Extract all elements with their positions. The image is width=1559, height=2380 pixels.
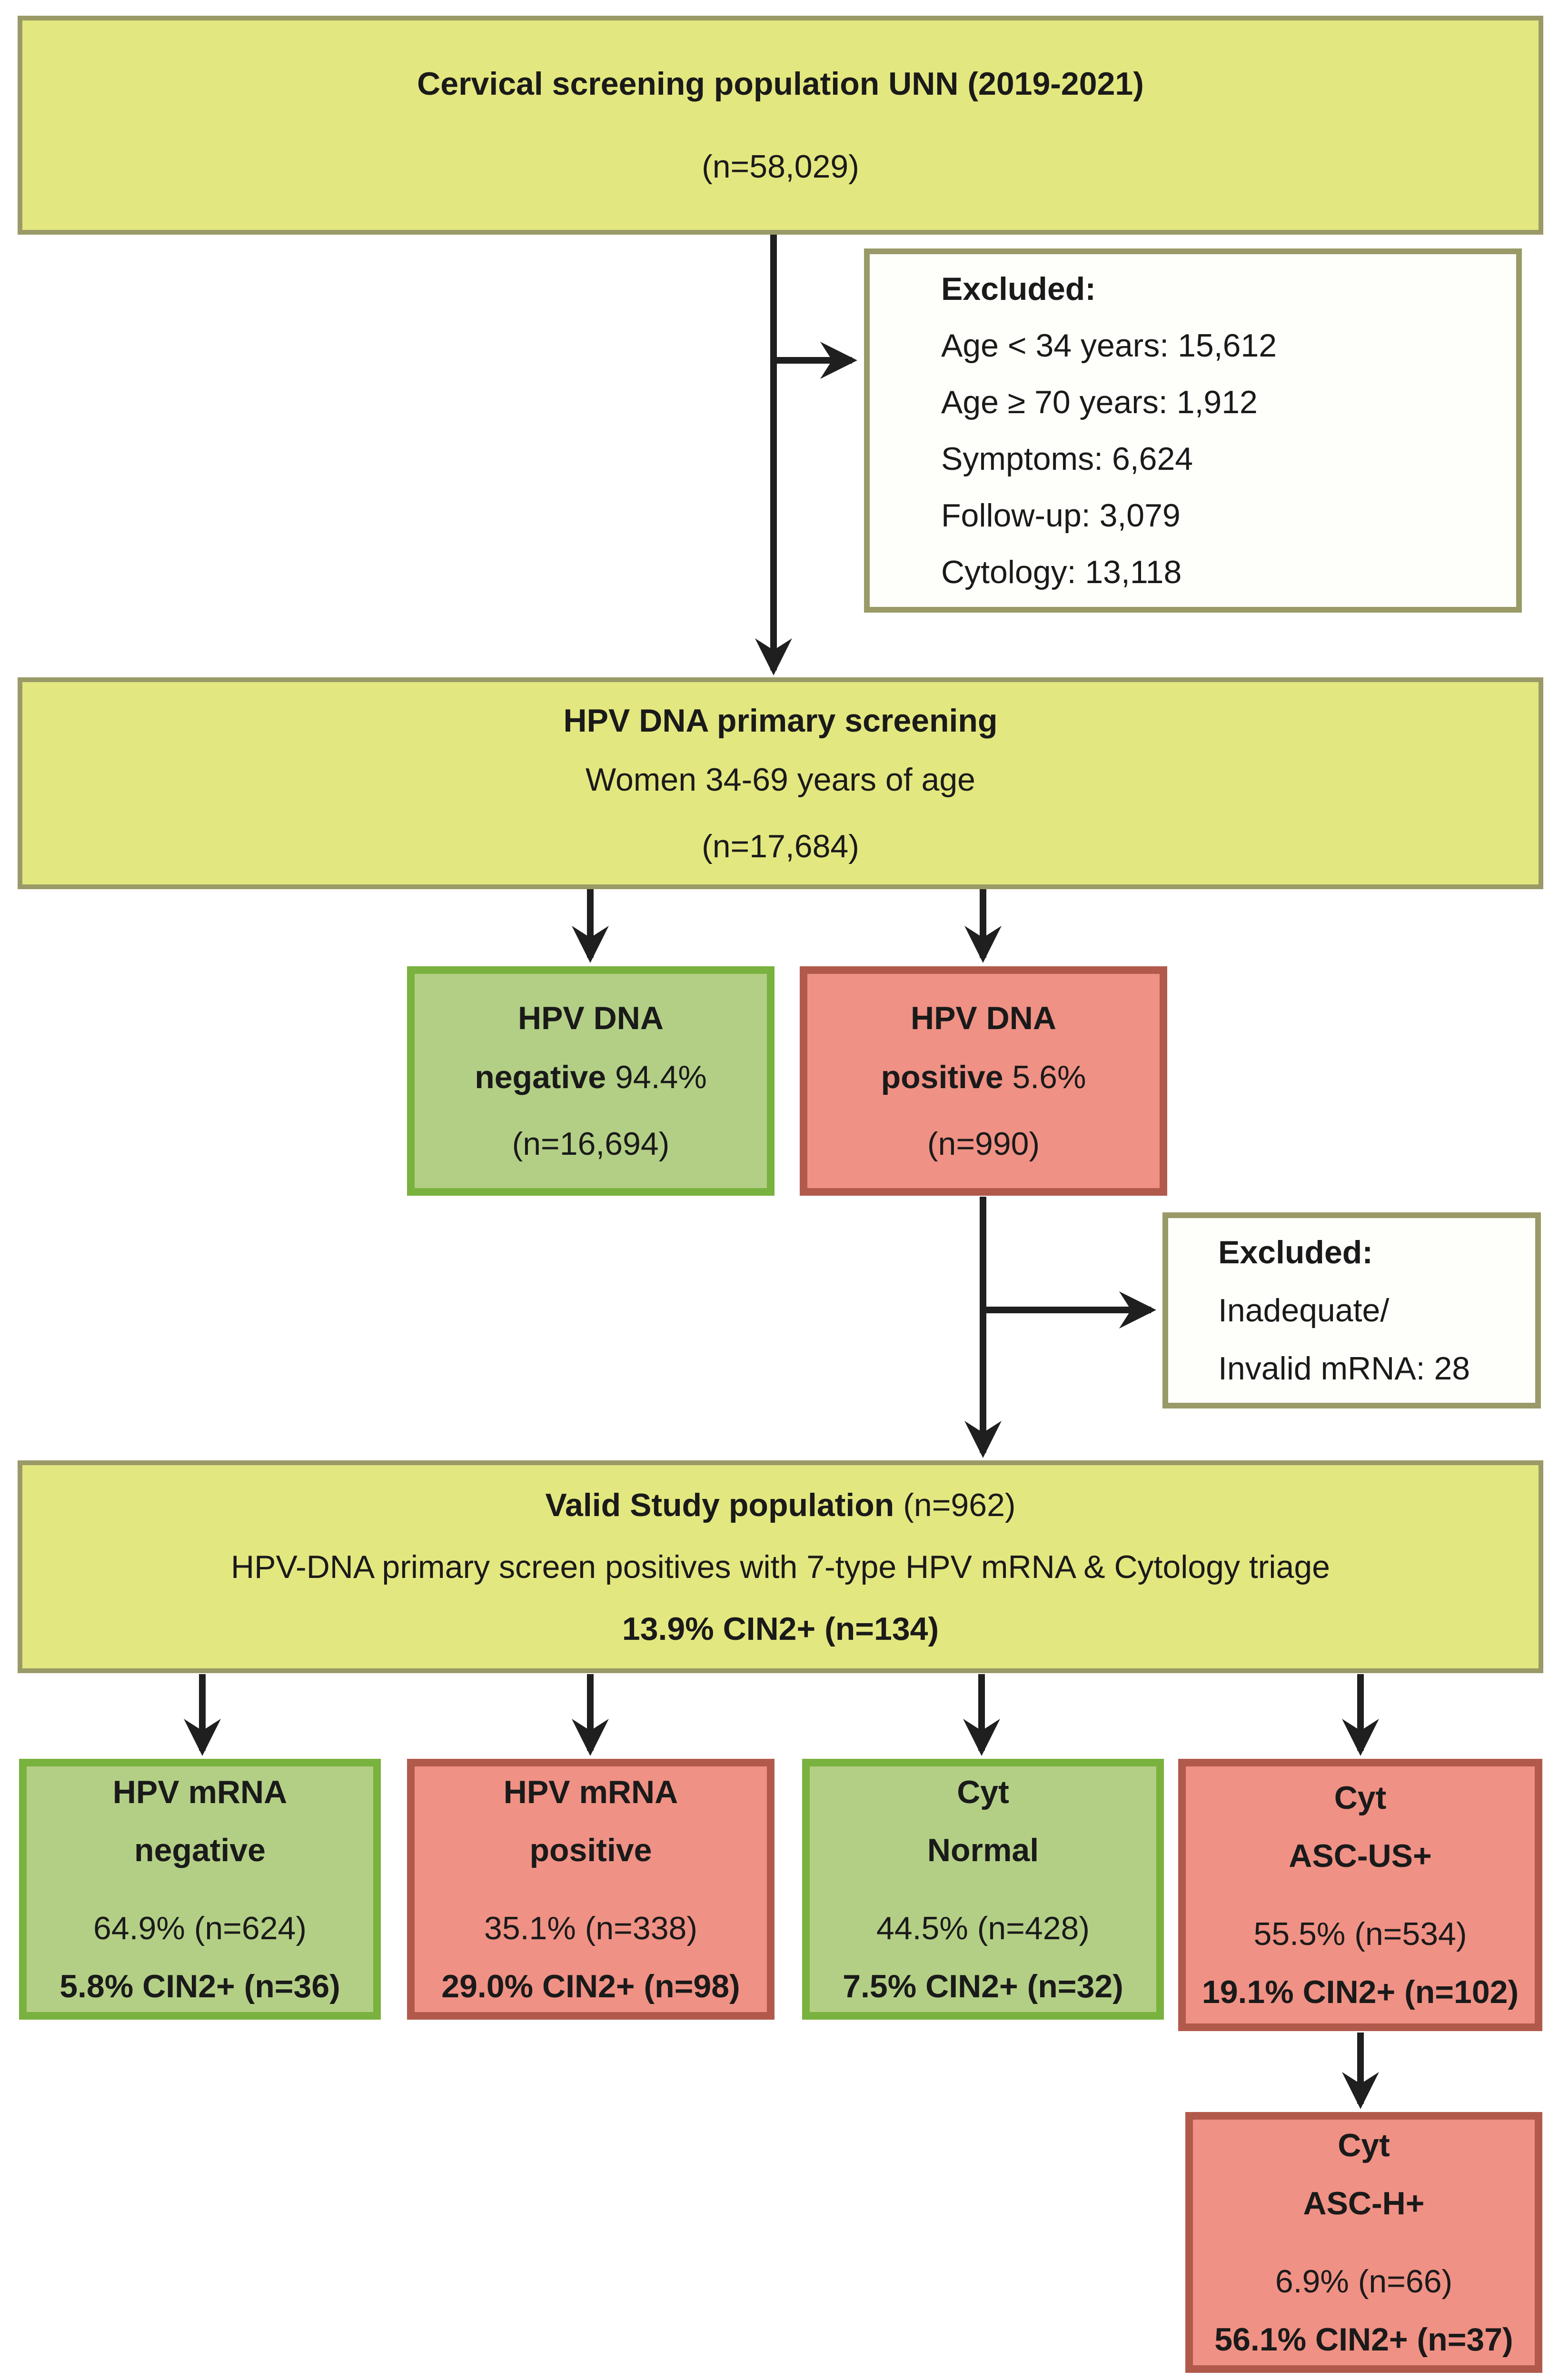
- excluded1-item: Symptoms: 6,624: [941, 440, 1193, 477]
- cyt-ascus-stat: 55.5% (n=534): [1253, 1916, 1467, 1952]
- box-excluded-mrna: Excluded: Inadequate/ Invalid mRNA: 28: [1162, 1212, 1541, 1408]
- box-cyt-ascus: Cyt ASC-US+ 55.5% (n=534) 19.1% CIN2+ (n…: [1178, 1759, 1542, 2031]
- cyt-normal-title2: Normal: [927, 1832, 1039, 1868]
- mrna-negative-cin2: 5.8% CIN2+ (n=36): [60, 1968, 340, 2004]
- population-title: Cervical screening population UNN (2019-…: [417, 66, 1144, 102]
- box-excluded-primary: Excluded: Age < 34 years: 15,612 Age ≥ 7…: [864, 248, 1522, 613]
- cyt-normal-cin2: 7.5% CIN2+ (n=32): [843, 1968, 1123, 2004]
- box-hpv-dna-negative: HPV DNA negative 94.4% (n=16,694): [407, 966, 775, 1196]
- excluded2-item: Inadequate/: [1218, 1292, 1390, 1329]
- dna-negative-title: HPV DNA: [517, 1000, 664, 1036]
- mrna-positive-title1: HPV mRNA: [503, 1774, 678, 1810]
- dna-negative-result: negative 94.4%: [475, 1059, 707, 1095]
- cyt-normal-stat: 44.5% (n=428): [876, 1910, 1090, 1946]
- valid-title: Valid Study population (n=962): [545, 1487, 1016, 1523]
- cyt-asch-stat: 6.9% (n=66): [1275, 2263, 1453, 2300]
- box-hpv-mrna-negative: HPV mRNA negative 64.9% (n=624) 5.8% CIN…: [19, 1759, 381, 2020]
- box-cyt-asch: Cyt ASC-H+ 6.9% (n=66) 56.1% CIN2+ (n=37…: [1185, 2112, 1542, 2373]
- mrna-positive-stat: 35.1% (n=338): [484, 1910, 697, 1946]
- box-valid-study-population: Valid Study population (n=962) HPV-DNA p…: [18, 1460, 1543, 1673]
- cyt-ascus-title2: ASC-US+: [1289, 1838, 1432, 1874]
- excluded2-title: Excluded:: [1218, 1234, 1373, 1270]
- excluded1-item: Follow-up: 3,079: [941, 497, 1181, 534]
- valid-subtitle: HPV-DNA primary screen positives with 7-…: [230, 1548, 1330, 1585]
- screening-title: HPV DNA primary screening: [563, 702, 998, 739]
- box-hpv-mrna-positive: HPV mRNA positive 35.1% (n=338) 29.0% CI…: [407, 1759, 775, 2020]
- cyt-ascus-title1: Cyt: [1334, 1780, 1387, 1816]
- box-cyt-normal: Cyt Normal 44.5% (n=428) 7.5% CIN2+ (n=3…: [802, 1759, 1164, 2020]
- excluded1-item: Age ≥ 70 years: 1,912: [941, 384, 1258, 420]
- mrna-positive-title2: positive: [529, 1832, 652, 1868]
- screening-n: (n=17,684): [702, 828, 859, 864]
- excluded1-title: Excluded:: [941, 270, 1096, 307]
- cyt-asch-title2: ASC-H+: [1303, 2185, 1425, 2221]
- dna-positive-title: HPV DNA: [910, 1000, 1057, 1036]
- population-n: (n=58,029): [702, 149, 859, 185]
- dna-negative-n: (n=16,694): [512, 1126, 670, 1162]
- dna-positive-result: positive 5.6%: [881, 1059, 1086, 1095]
- screening-subtitle: Women 34-69 years of age: [586, 761, 975, 798]
- cyt-asch-title1: Cyt: [1338, 2127, 1390, 2163]
- dna-positive-n: (n=990): [927, 1126, 1040, 1162]
- box-hpv-dna-screening: HPV DNA primary screening Women 34-69 ye…: [18, 677, 1543, 889]
- mrna-negative-title1: HPV mRNA: [112, 1774, 288, 1810]
- excluded1-item: Cytology: 13,118: [941, 554, 1182, 590]
- excluded1-item: Age < 34 years: 15,612: [941, 327, 1277, 364]
- valid-cin2: 13.9% CIN2+ (n=134): [622, 1610, 939, 1647]
- mrna-negative-stat: 64.9% (n=624): [93, 1910, 307, 1946]
- cyt-normal-title1: Cyt: [957, 1774, 1009, 1810]
- excluded2-item: Invalid mRNA: 28: [1218, 1350, 1470, 1387]
- box-screening-population: Cervical screening population UNN (2019-…: [18, 16, 1543, 235]
- mrna-negative-title2: negative: [134, 1832, 266, 1868]
- mrna-positive-cin2: 29.0% CIN2+ (n=98): [441, 1968, 740, 2004]
- box-hpv-dna-positive: HPV DNA positive 5.6% (n=990): [800, 966, 1167, 1196]
- cyt-asch-cin2: 56.1% CIN2+ (n=37): [1214, 2321, 1513, 2358]
- cyt-ascus-cin2: 19.1% CIN2+ (n=102): [1202, 1974, 1519, 2010]
